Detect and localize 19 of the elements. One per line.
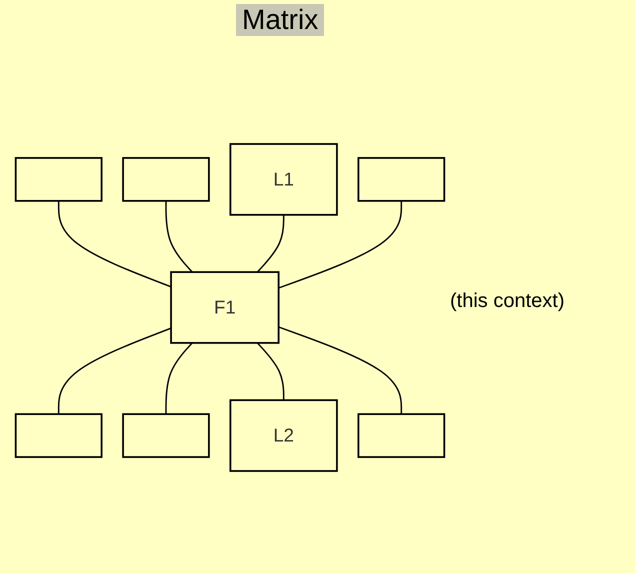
connector	[165, 342, 193, 414]
node-box	[358, 413, 446, 458]
node-box	[14, 413, 102, 458]
connector	[58, 328, 172, 414]
connector	[278, 200, 402, 289]
node-box	[14, 157, 102, 202]
node-box	[358, 157, 446, 202]
title: Matrix	[236, 4, 324, 36]
node-box: L2	[229, 399, 338, 472]
node-box: L1	[229, 143, 338, 216]
node-box	[122, 157, 210, 202]
connector	[256, 214, 284, 273]
connector	[58, 200, 172, 288]
node-box: F1	[170, 271, 280, 344]
connector	[165, 200, 193, 273]
connector	[256, 342, 284, 400]
node-box	[122, 413, 210, 458]
note-text: (this context)	[450, 290, 564, 313]
connector	[278, 326, 402, 414]
